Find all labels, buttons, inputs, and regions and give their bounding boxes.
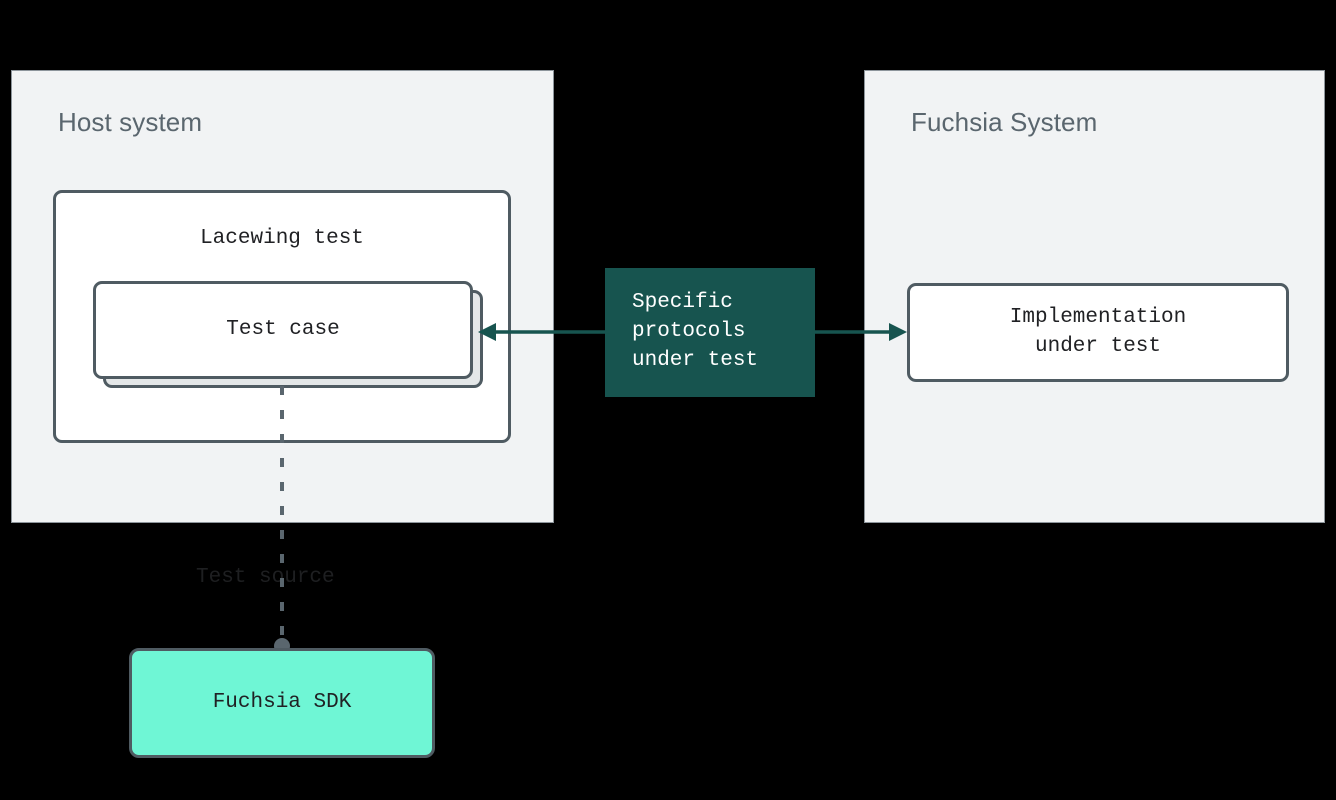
node-fuchsia-sdk: Fuchsia SDK <box>129 648 435 758</box>
node-specific-protocols-under-test: Specific protocols under test <box>605 268 815 397</box>
node-implementation-under-test: Implementation under test <box>907 283 1289 382</box>
panel-host-system-title: Host system <box>58 107 203 137</box>
arrow-protocols-to-test-case <box>478 323 610 341</box>
arrow-protocols-to-implementation <box>812 323 907 341</box>
panel-fuchsia-system-title: Fuchsia System <box>911 107 1098 137</box>
label-test-source: Test source <box>196 566 335 589</box>
node-test-case: Test case <box>93 281 473 379</box>
connector-test-source-dotted-line <box>274 386 290 654</box>
